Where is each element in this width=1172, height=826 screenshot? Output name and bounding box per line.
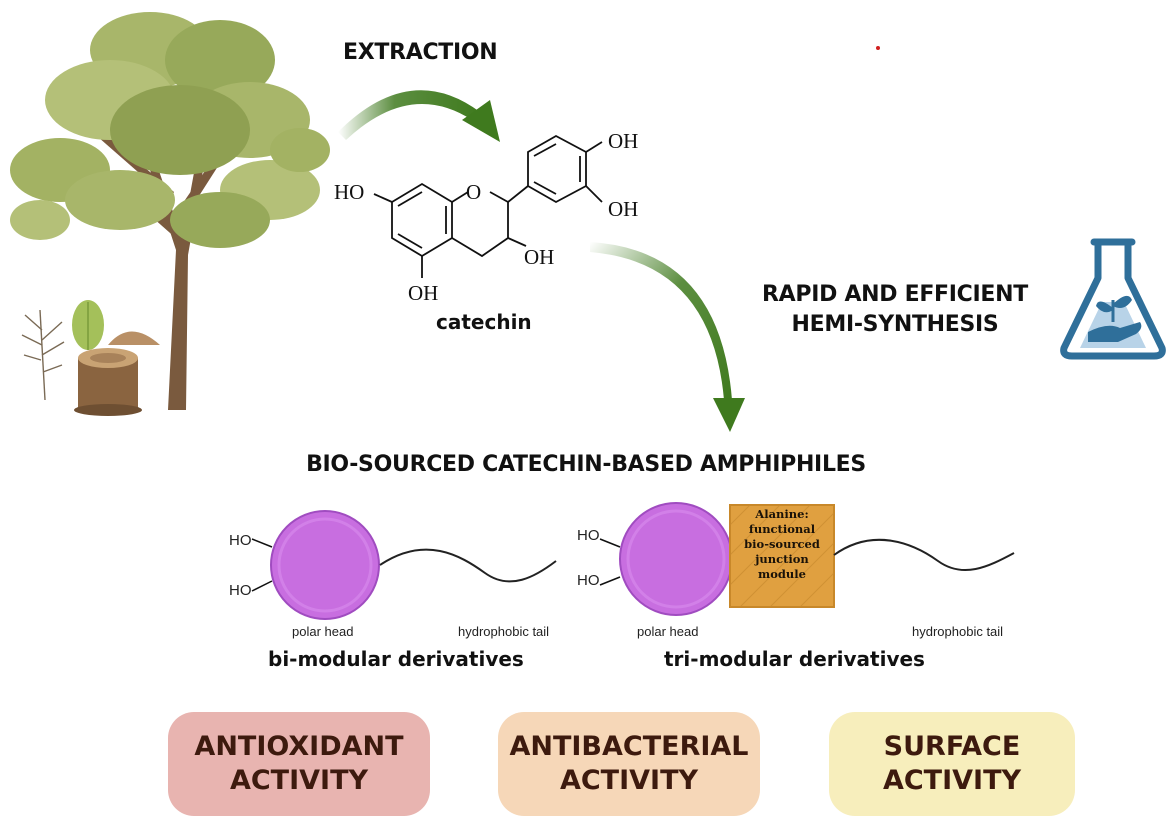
bimodular-ho-bottom: HO — [229, 582, 252, 599]
junction-label: Alanine: functional bio-sourced junction… — [730, 507, 834, 582]
junction-line-5: module — [758, 567, 806, 581]
trimodular-ho-bottom: HO — [577, 572, 600, 589]
activity-antioxidant-line1: ANTIOXIDANT — [194, 731, 404, 762]
catechin-structure — [373, 134, 603, 278]
trimodular-ho-top: HO — [577, 527, 600, 544]
bimodular-hydrophobic-tail — [379, 548, 557, 583]
synthesis-line1: RAPID AND EFFICIENT — [762, 282, 1028, 307]
extraction-label: EXTRACTION — [343, 40, 498, 65]
junction-line-3: bio-sourced — [744, 537, 820, 551]
extraction-arrow — [338, 90, 480, 140]
synthesis-arrow-head — [713, 398, 745, 432]
trimodular-diagram — [599, 502, 1015, 616]
activity-antibacterial-line1: ANTIBACTERIAL — [509, 731, 749, 762]
catechin-oh-top-right: OH — [608, 129, 639, 153]
trimodular-hydrophobic-tail — [833, 538, 1015, 571]
activity-antibacterial-line2: ACTIVITY — [559, 765, 699, 796]
section-title: BIO-SOURCED CATECHIN-BASED AMPHIPHILES — [306, 452, 866, 477]
synthesis-arrow — [590, 242, 732, 400]
catechin-ring-oxygen: O — [466, 180, 482, 204]
sawdust-pile — [108, 331, 160, 345]
tree-illustration — [10, 12, 330, 416]
bimodular-caption: bi-modular derivatives — [268, 647, 524, 671]
flask-plant-icon — [1060, 238, 1166, 360]
junction-line-1: Alanine: — [755, 507, 809, 521]
bimodular-ho-top: HO — [229, 532, 252, 549]
bimodular-tail-label: hydrophobic tail — [458, 624, 550, 639]
catechin-name: catechin — [436, 310, 532, 334]
synthesis-line2: HEMI-SYNTHESIS — [791, 312, 999, 337]
trimodular-caption: tri-modular derivatives — [664, 647, 925, 671]
junction-line-2: functional — [748, 522, 816, 536]
trimodular-polar-head — [619, 502, 733, 616]
activity-surface-line2: ACTIVITY — [882, 765, 1022, 796]
tree-foliage — [10, 12, 330, 248]
activity-box-antibacterial: ANTIBACTERIAL ACTIVITY — [498, 712, 760, 816]
activity-antioxidant-line2: ACTIVITY — [229, 765, 369, 796]
catechin-oh-bottom: OH — [408, 281, 439, 305]
activity-surface-line1: SURFACE — [883, 731, 1021, 762]
tree-stump — [74, 348, 142, 416]
catechin-oh-left: HO — [334, 180, 365, 204]
extraction-arrow-head — [462, 100, 500, 142]
catechin-oh-mid-right: OH — [608, 197, 639, 221]
trimodular-head-label: polar head — [637, 624, 699, 639]
junction-line-4: junction — [755, 552, 809, 566]
bimodular-diagram — [251, 510, 557, 620]
pine-twig — [21, 309, 65, 401]
activity-box-antioxidant: ANTIOXIDANT ACTIVITY — [168, 712, 430, 816]
bimodular-polar-head — [270, 510, 380, 620]
synthesis-label: RAPID AND EFFICIENT HEMI-SYNTHESIS — [750, 280, 1040, 340]
trimodular-tail-label: hydrophobic tail — [912, 624, 1004, 639]
bimodular-head-label: polar head — [292, 624, 354, 639]
activity-box-surface: SURFACE ACTIVITY — [829, 712, 1075, 816]
catechin-oh-c3: OH — [524, 245, 555, 269]
